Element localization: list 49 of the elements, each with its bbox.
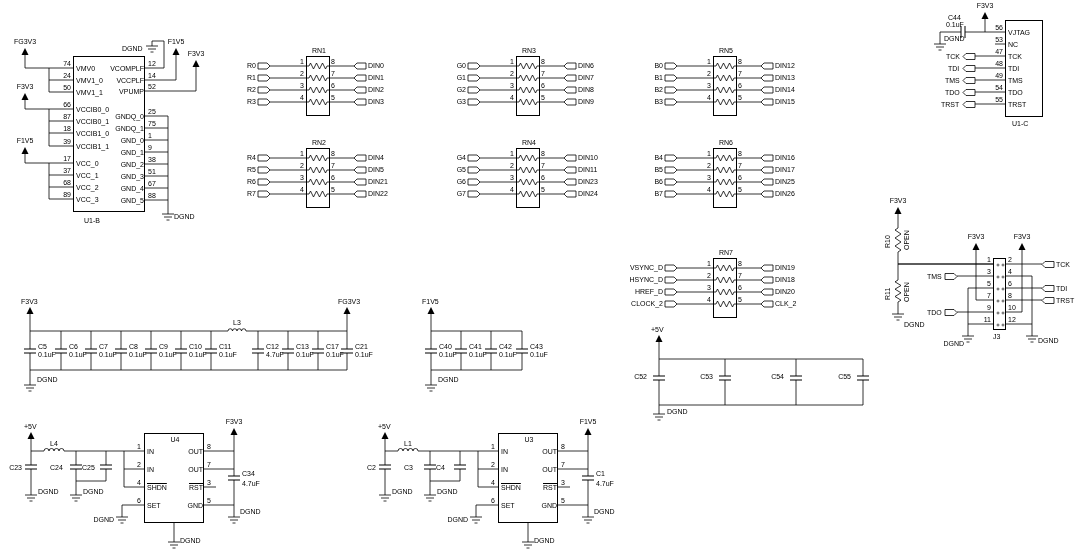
- wire: [1005, 287, 1043, 289]
- power-port: [1011, 233, 1033, 250]
- wire: [897, 213, 899, 229]
- signal-port: [941, 100, 975, 108]
- wire: [956, 311, 994, 313]
- power-port: [165, 38, 187, 55]
- wire: [1005, 263, 1043, 265]
- wire: [974, 55, 1006, 57]
- power-port: [14, 137, 36, 154]
- wire: [203, 434, 235, 452]
- ground-port: [122, 45, 159, 53]
- regulator-body: [498, 433, 558, 523]
- signal-port: [1042, 260, 1071, 268]
- signal-port: [945, 88, 975, 96]
- power-port: [887, 197, 909, 214]
- wire: [144, 54, 177, 81]
- power-port: [974, 2, 996, 19]
- wire: [557, 434, 589, 452]
- wire: [24, 54, 74, 69]
- wire: [24, 99, 74, 110]
- wire: [897, 263, 994, 281]
- power-port: [965, 233, 987, 250]
- signal-port: [946, 52, 975, 60]
- signal-port: [927, 272, 957, 280]
- signal-port: [927, 308, 957, 316]
- wire: [974, 103, 1006, 105]
- wire: [974, 91, 1006, 93]
- wire: [974, 79, 1006, 81]
- power-port: [14, 83, 36, 100]
- wire: [144, 40, 165, 69]
- signal-port: [1042, 296, 1076, 304]
- wire: [974, 67, 1006, 69]
- wire: [956, 275, 994, 277]
- wire: [144, 199, 169, 214]
- wire: [1005, 249, 1023, 313]
- wire: [24, 153, 74, 164]
- signal-port: [945, 76, 975, 84]
- wire: [1005, 299, 1043, 301]
- power-port: [223, 418, 245, 435]
- power-port: [185, 50, 207, 67]
- wire: [984, 18, 1006, 33]
- regulator-body: [144, 433, 204, 523]
- wire: [144, 66, 197, 92]
- ground-port: [161, 213, 196, 221]
- signal-port: [948, 64, 975, 72]
- power-port: [14, 38, 36, 55]
- signal-port: [1042, 284, 1069, 292]
- power-port: [577, 418, 599, 435]
- wire: [975, 249, 994, 301]
